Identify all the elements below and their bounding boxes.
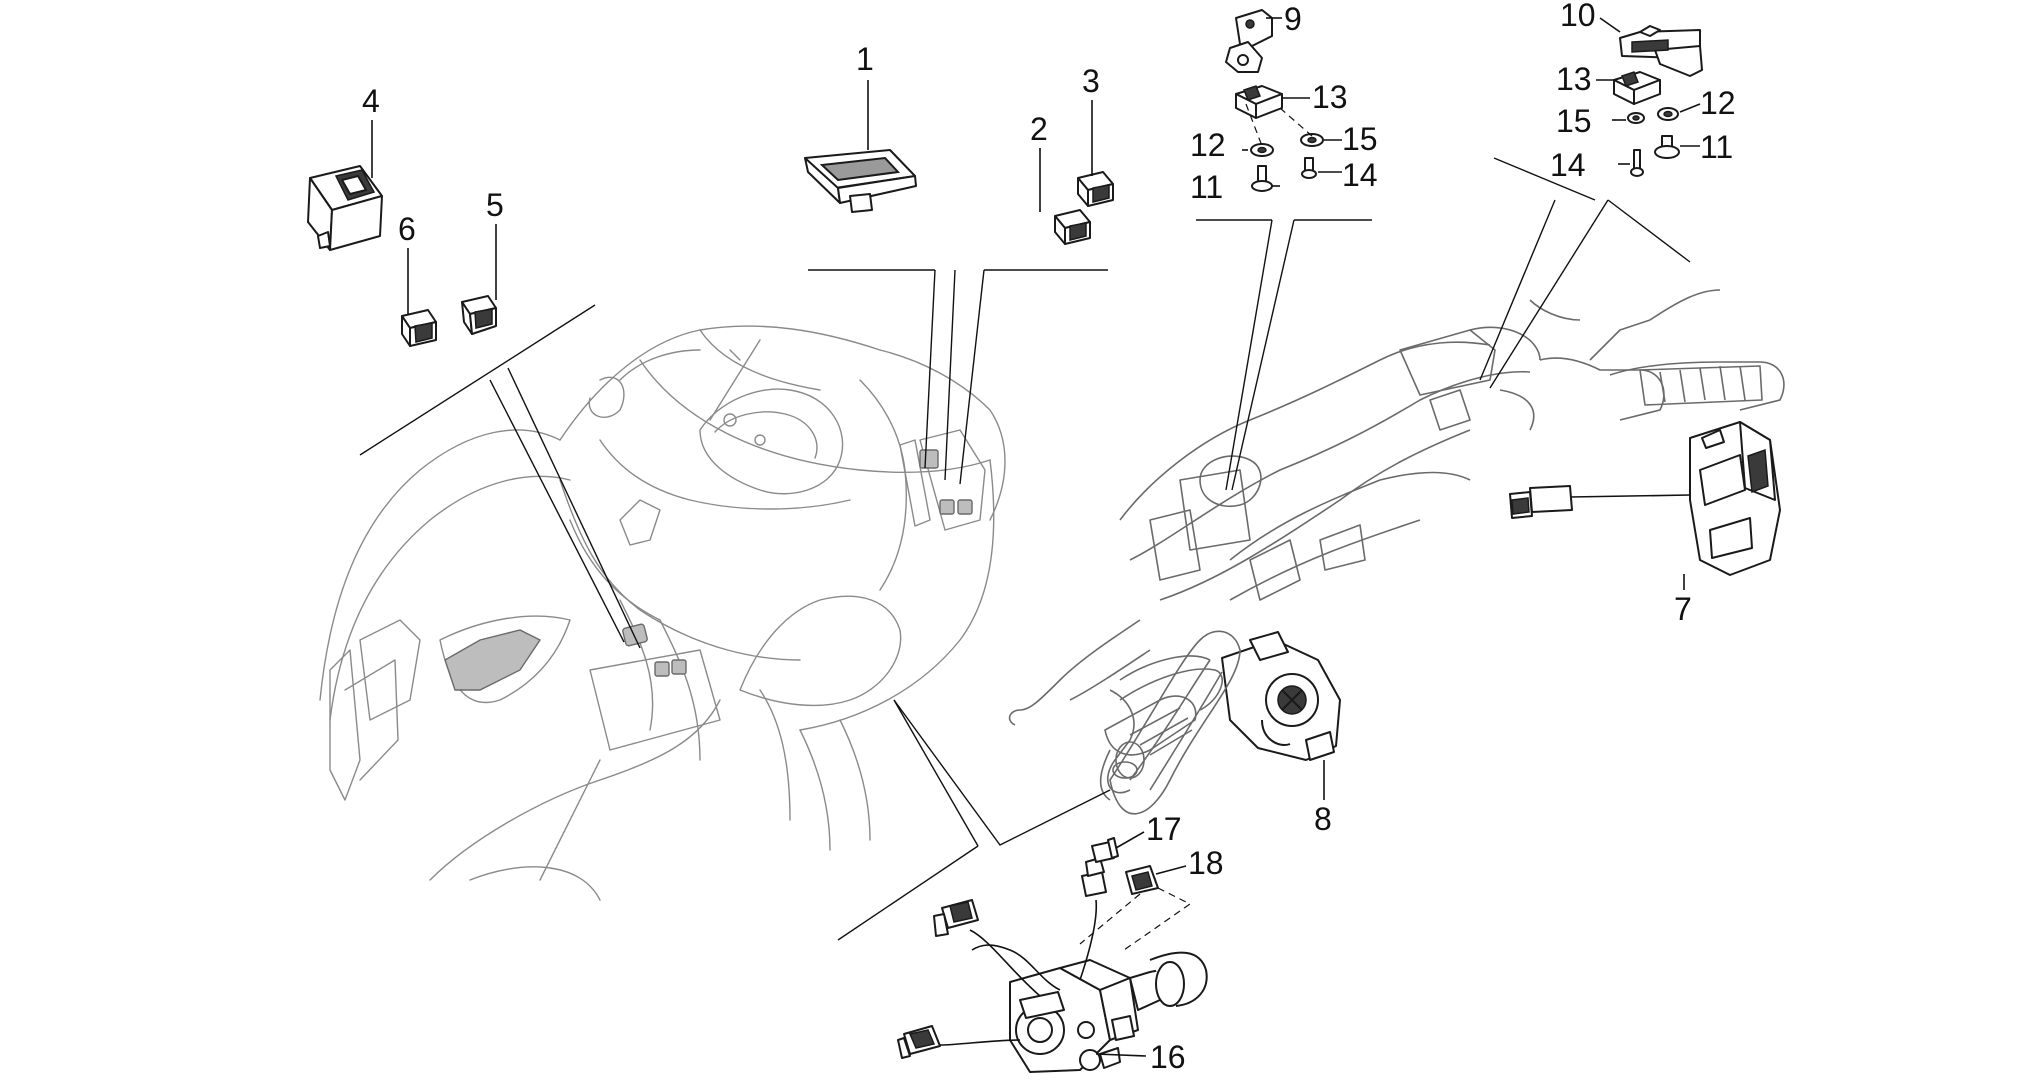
connector-16-a <box>933 899 979 937</box>
left-grip <box>1109 630 1241 815</box>
callout-14-left: 14 <box>1342 157 1378 193</box>
guide-lines <box>359 157 1691 941</box>
connector-16-b <box>1081 857 1107 897</box>
callout-15-left: 15 <box>1342 121 1378 157</box>
callout-10: 10 <box>1560 0 1596 33</box>
part-8-left-switch-assembly <box>1221 631 1341 761</box>
callout-numbers: 1 2 3 4 5 6 7 8 9 10 11 11 12 12 13 13 1… <box>362 0 1736 1075</box>
part-4-rocker-switch <box>307 165 383 251</box>
part-1-cover <box>804 149 917 213</box>
part-3-switch <box>1077 171 1114 207</box>
handlebar-ghost-illustration <box>1008 289 1785 801</box>
callout-13-right: 13 <box>1556 61 1592 97</box>
part-5-switch <box>461 295 497 335</box>
hardware-right-group <box>1627 107 1680 177</box>
callout-15-right: 15 <box>1556 103 1592 139</box>
part-7-right-switch-assembly <box>1509 421 1781 576</box>
dashboard-ghost-illustration <box>319 325 1006 901</box>
callout-9: 9 <box>1284 1 1302 37</box>
callout-17: 17 <box>1146 811 1182 847</box>
callout-6: 6 <box>398 211 416 247</box>
part-17-bolt <box>1091 837 1119 863</box>
callout-7: 7 <box>1674 591 1692 627</box>
part-13-brake-switch-left <box>1235 85 1283 119</box>
callout-12-left: 12 <box>1190 127 1226 163</box>
callout-3: 3 <box>1082 63 1100 99</box>
part-18-clip <box>1079 865 1192 951</box>
part-13-brake-switch-right <box>1613 71 1661 105</box>
callout-16: 16 <box>1150 1039 1186 1075</box>
callout-5: 5 <box>486 187 504 223</box>
callout-2: 2 <box>1030 111 1048 147</box>
callout-14-right: 14 <box>1550 147 1586 183</box>
part-10-bracket <box>1619 25 1703 77</box>
connector-16-c <box>897 1025 941 1059</box>
callout-11-right: 11 <box>1700 129 1733 165</box>
callout-13-left: 13 <box>1312 79 1348 115</box>
callout-8: 8 <box>1314 801 1332 837</box>
callout-12-right: 12 <box>1700 85 1736 121</box>
part-16-ignition-lock-assembly <box>939 899 1208 1073</box>
callout-18: 18 <box>1188 845 1224 881</box>
part-2-switch <box>1054 209 1091 245</box>
callout-leaders <box>371 17 1701 1057</box>
part-6-switch <box>401 309 437 347</box>
callout-4: 4 <box>362 83 380 119</box>
callout-1: 1 <box>856 41 874 77</box>
callout-11-left: 11 <box>1190 169 1223 205</box>
part-9-bracket <box>1225 9 1273 73</box>
